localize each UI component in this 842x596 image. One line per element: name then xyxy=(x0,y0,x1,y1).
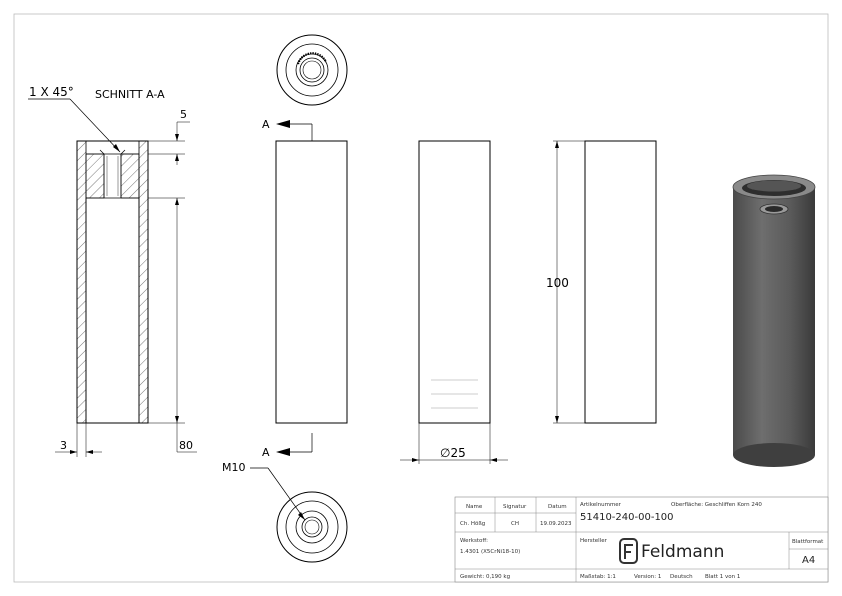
tb-col-name: Name xyxy=(466,504,483,510)
tb-col-datum: Datum xyxy=(548,504,567,510)
section-mark-bottom: A xyxy=(262,446,270,459)
tb-name: Ch. Hößg xyxy=(460,521,485,527)
tb-col-signatur: Signatur xyxy=(503,504,527,510)
brand-wordmark: Feldmann xyxy=(641,542,724,562)
tb-blatt: Blatt 1 von 1 xyxy=(705,574,740,580)
tb-werkstoff-value: 1.4301 (X5CrNi18-10) xyxy=(460,549,520,555)
tb-massstab: Maßstab: 1:1 xyxy=(580,574,616,580)
thread-label: M10 xyxy=(222,461,246,474)
tb-sprache: Deutsch xyxy=(670,574,693,580)
chamfer-label: 1 X 45° xyxy=(29,85,74,99)
bottom-end-view xyxy=(276,491,348,563)
tb-hersteller-label: Hersteller xyxy=(580,538,608,544)
dim-length-label: 100 xyxy=(546,276,569,290)
tb-blattformat-value: A4 xyxy=(802,555,815,566)
feldmann-logo: Feldmann xyxy=(619,538,724,564)
tb-artikel-value: 51410-240-00-100 xyxy=(580,512,674,523)
tb-signatur: CH xyxy=(511,521,519,527)
dim-diameter-label: ∅25 xyxy=(440,446,466,460)
tb-werkstoff-label: Werkstoff: xyxy=(460,538,488,544)
iso-view xyxy=(732,174,816,467)
right-view xyxy=(584,140,657,424)
tb-version: Version: 1 xyxy=(634,574,661,580)
section-view xyxy=(76,140,149,424)
top-end-view xyxy=(276,34,348,106)
tb-gewicht: Gewicht: 0,190 kg xyxy=(460,574,510,580)
front-view xyxy=(275,140,348,424)
dim-top-label: 5 xyxy=(180,108,187,121)
title-block xyxy=(454,496,829,583)
tb-oberflaeche: Oberfläche: Geschliffen Korn 240 xyxy=(671,502,762,508)
dim-wall-label: 3 xyxy=(60,439,67,452)
dim-bore-label: 80 xyxy=(179,439,193,452)
tb-artikel-label: Artikelnummer xyxy=(580,502,622,508)
tb-datum: 19.09.2023 xyxy=(540,521,572,527)
section-title: SCHNITT A-A xyxy=(95,88,165,101)
side-view xyxy=(418,140,491,424)
section-mark-top: A xyxy=(262,118,270,131)
drawing-frame xyxy=(13,13,829,583)
tb-blattformat-label: Blattformat xyxy=(792,539,824,545)
